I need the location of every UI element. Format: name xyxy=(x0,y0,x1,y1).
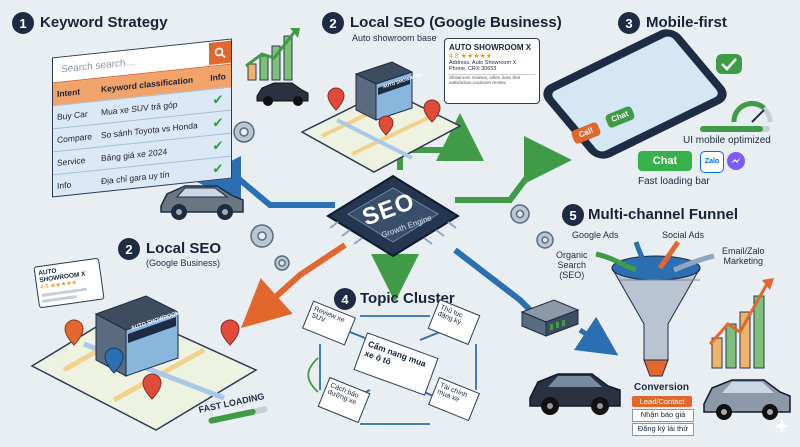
search-icon[interactable] xyxy=(209,40,231,65)
messenger-icon[interactable] xyxy=(726,151,746,171)
gear-icon xyxy=(233,121,554,271)
funnel-input-arrows xyxy=(595,240,715,273)
gbp-name: AUTO SHOWROOM X xyxy=(449,43,532,52)
quote-button[interactable]: Nhận báo giá xyxy=(632,409,694,422)
header-info: Info xyxy=(210,71,226,83)
gbp-rating: 4.8 ★★★★★ xyxy=(449,53,493,60)
section-number-3: 3 xyxy=(618,12,640,34)
gbp-review: Showroom reviews, when does that satisfa… xyxy=(449,74,535,85)
keyword-table: Search search... Intent Keyword classifi… xyxy=(52,38,232,198)
map-pin-icon xyxy=(327,87,441,136)
gbp-phone: Phone, CRX 30653 xyxy=(449,66,497,72)
header-intent: Intent xyxy=(57,86,81,99)
section-number-2-top: 2 xyxy=(322,12,344,34)
mobile-load-bar xyxy=(700,126,770,132)
flow-arrow-gbp xyxy=(397,113,484,170)
marketing-funnel xyxy=(611,255,701,377)
check-icon: ✔ xyxy=(212,137,224,154)
car-icon xyxy=(160,185,244,220)
test-drive-button[interactable]: Đăng ký lái thử xyxy=(632,423,694,436)
check-icon: ✔ xyxy=(212,114,224,131)
seo-chip xyxy=(326,174,460,258)
speedometer-icon xyxy=(731,100,773,123)
section-number-4: 4 xyxy=(334,288,356,310)
local-seo-subtitle: (Google Business) xyxy=(146,258,221,268)
flow-arrow-mobile xyxy=(455,136,572,203)
check-icon: ✔ xyxy=(212,91,224,108)
row-intent: Buy Car xyxy=(57,108,88,122)
local-seo-title: Local SEO xyxy=(146,240,222,257)
map-pin-icon xyxy=(64,319,240,400)
row-intent: Service xyxy=(57,154,86,168)
gbp-subtitle: Auto showroom base xyxy=(352,33,437,43)
gbp-title: Local SEO (Google Business) xyxy=(350,14,562,31)
section-number-5: 5 xyxy=(562,204,584,226)
flow-arrow-funnel xyxy=(453,247,533,313)
social-ads-label: Social Ads xyxy=(662,230,705,240)
mobile-first-title: Mobile-first xyxy=(646,14,727,31)
flow-arrow-keyword xyxy=(193,156,335,208)
chat-button[interactable]: Chat xyxy=(638,151,692,171)
row-intent: Compare xyxy=(57,131,92,145)
sparkle-icon xyxy=(773,417,791,435)
conversion-label: Conversion xyxy=(634,382,690,393)
lead-contact-badge: Lead/Contact xyxy=(632,396,692,407)
car-icon xyxy=(703,379,791,420)
check-chat-icon xyxy=(716,54,742,74)
keyword-strategy-title: Keyword Strategy xyxy=(40,14,168,31)
flow-arrow-local xyxy=(241,242,347,329)
funnel-title: Multi-channel Funnel xyxy=(588,206,738,223)
showroom-building-icon xyxy=(354,61,414,121)
growth-chart-icon xyxy=(708,278,774,369)
server-icon xyxy=(520,299,580,337)
gbp-listing-card[interactable]: AUTO SHOWROOM X 4.8 ★★★★★ Address, Auto … xyxy=(444,38,540,104)
fast-loading-bar-label: Fast loading bar xyxy=(638,176,710,187)
section-number-1: 1 xyxy=(12,12,34,34)
email-label: Email/Zalo Marketing xyxy=(722,246,765,266)
organic-label: Organic Search (SEO) xyxy=(556,250,588,280)
row-intent: Info xyxy=(57,179,72,191)
growth-chart-icon xyxy=(245,28,300,81)
car-icon xyxy=(256,82,309,106)
search-bar[interactable]: Search search... xyxy=(53,39,231,84)
topic-cluster-title: Topic Cluster xyxy=(360,290,455,307)
showroom-building-icon xyxy=(94,295,180,377)
car-icon xyxy=(529,373,621,415)
section-number-2-left: 2 xyxy=(118,238,140,260)
google-ads-label: Google Ads xyxy=(572,230,619,240)
ui-mobile-label: UI mobile optimized xyxy=(683,135,771,146)
zalo-icon[interactable]: Zalo xyxy=(700,151,724,173)
gbp-address: Address, Auto Showroom X xyxy=(449,60,517,66)
